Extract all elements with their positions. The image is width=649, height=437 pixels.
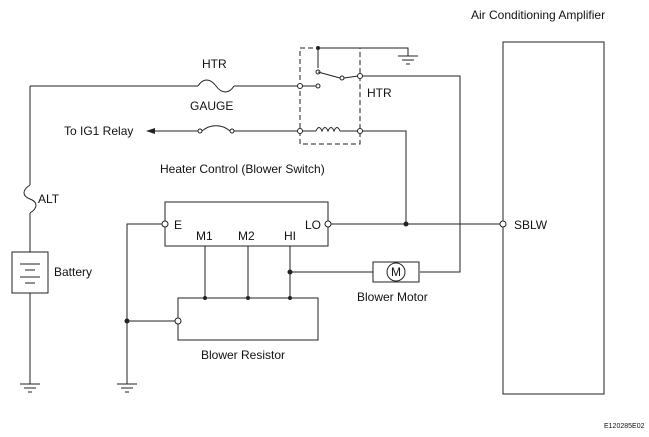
- heater-control-box: [299, 47, 361, 145]
- alt-fuse-label: ALT: [38, 192, 60, 206]
- heater-control-title: Heater Control (Blower Switch): [160, 162, 325, 176]
- htr-fuse-label: HTR: [202, 57, 227, 71]
- alt-fuse-icon: [23, 184, 37, 214]
- terminal-m2-label: M2: [238, 229, 255, 243]
- battery-label: Battery: [54, 265, 92, 279]
- blower-motor-symbol: M: [391, 265, 401, 279]
- blower-switch-terminal-box: [164, 201, 329, 247]
- htr-relay-label: HTR: [367, 86, 392, 100]
- terminal-lo-label: LO: [305, 218, 321, 232]
- coil-to-lo-wire: [362, 130, 407, 224]
- sblw-terminal-label: SBLW: [514, 218, 548, 232]
- ac-amplifier-title: Air Conditioning Amplifier: [471, 8, 605, 22]
- relay-coil-icon: [315, 127, 341, 133]
- blower-resistor-label: Blower Resistor: [201, 348, 285, 362]
- htr-fuse-icon: [197, 79, 235, 93]
- gauge-fuse-icon: [201, 125, 231, 132]
- blower-resistor-box: [177, 297, 319, 341]
- ig1-arrow-icon: [146, 128, 155, 134]
- figure-code: E120285E02: [604, 423, 645, 430]
- e-ground-wire: [126, 223, 162, 384]
- ac-amplifier-box: [502, 41, 605, 395]
- battery-icon: [11, 251, 49, 294]
- gauge-fuse-label: GAUGE: [190, 99, 233, 113]
- heater-ground-wire: [318, 47, 409, 56]
- terminal-hi-label: HI: [284, 229, 296, 243]
- terminal-m1-label: M1: [196, 229, 213, 243]
- ig1-relay-label: To IG1 Relay: [64, 124, 133, 138]
- relay-switch-contact: [317, 71, 341, 79]
- terminal-e-label: E: [174, 218, 182, 232]
- htr-to-motor-wire: [362, 75, 461, 273]
- blower-motor-label: Blower Motor: [357, 290, 428, 304]
